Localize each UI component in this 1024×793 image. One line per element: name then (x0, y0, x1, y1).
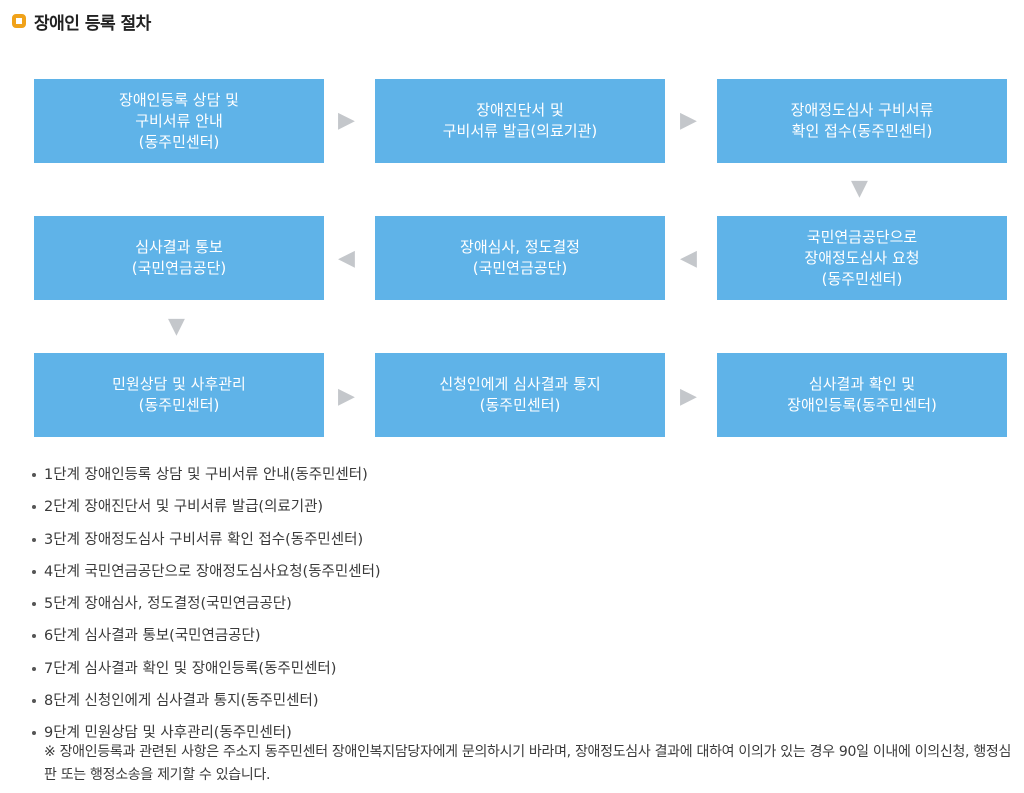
flow-step-6: 심사결과 통보(국민연금공단) (34, 216, 324, 300)
flow-step-9: 민원상담 및 사후관리(동주민센터) (34, 353, 324, 437)
arrow-right-icon: ▶ (680, 384, 697, 409)
list-item: 7단계 심사결과 확인 및 장애인등록(동주민센터) (32, 655, 1016, 687)
flow-step-8: 신청인에게 심사결과 통지(동주민센터) (375, 353, 665, 437)
page-title-text: 장애인 등록 절차 (34, 13, 151, 34)
arrow-left-icon: ◀ (680, 246, 697, 271)
arrow-left-icon: ◀ (338, 246, 355, 271)
flow-step-5: 장애심사, 정도결정(국민연금공단) (375, 216, 665, 300)
arrow-right-icon: ▶ (338, 384, 355, 409)
list-item: 8단계 신청인에게 심사결과 통지(동주민센터) (32, 687, 1016, 719)
list-item: 5단계 장애심사, 정도결정(국민연금공단) (32, 590, 1016, 622)
step-list: 1단계 장애인등록 상담 및 구비서류 안내(동주민센터) 2단계 장애진단서 … (32, 461, 1016, 752)
list-item: 2단계 장애진단서 및 구비서류 발급(의료기관) (32, 493, 1016, 525)
page-title: 장애인 등록 절차 (12, 6, 151, 36)
arrow-right-icon: ▶ (680, 108, 697, 133)
title-bullet-icon (12, 14, 26, 28)
arrow-down-icon: ▼ (851, 176, 868, 201)
arrow-down-icon: ▼ (168, 314, 185, 339)
list-item: 6단계 심사결과 통보(국민연금공단) (32, 622, 1016, 654)
list-item: 3단계 장애정도심사 구비서류 확인 접수(동주민센터) (32, 526, 1016, 558)
list-item: 1단계 장애인등록 상담 및 구비서류 안내(동주민센터) (32, 461, 1016, 493)
list-item: 4단계 국민연금공단으로 장애정도심사요청(동주민센터) (32, 558, 1016, 590)
arrow-right-icon: ▶ (338, 108, 355, 133)
list-item: 9단계 민원상담 및 사후관리(동주민센터) (32, 719, 1016, 751)
notice-text: ※ 장애인등록과 관련된 사항은 주소지 동주민센터 장애인복지담당자에게 문의… (44, 744, 1012, 783)
